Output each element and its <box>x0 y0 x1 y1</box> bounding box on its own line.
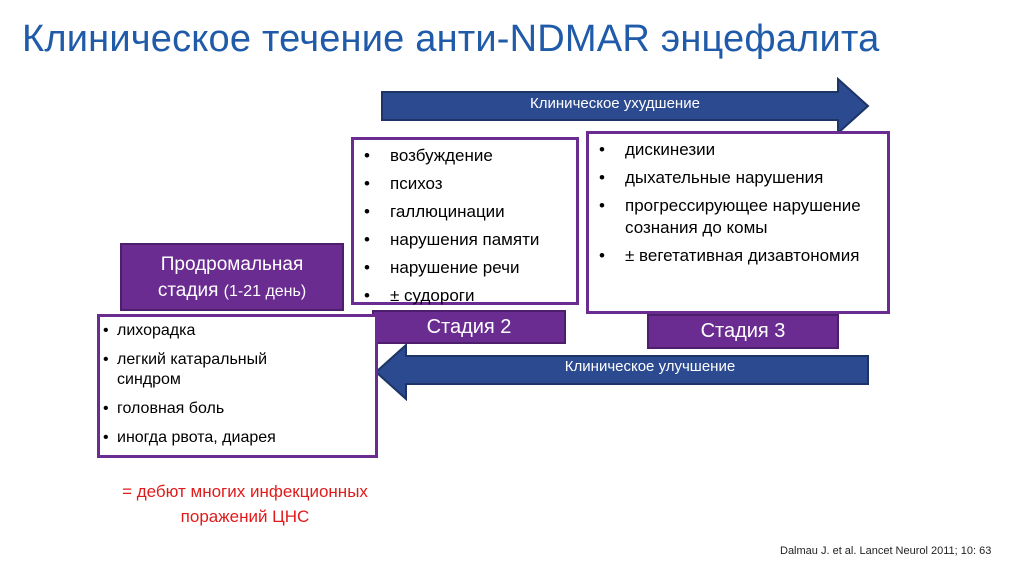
improvement-arrow <box>374 343 869 401</box>
stage2-label: Стадия 2 <box>372 310 566 344</box>
list-item: •прогрессирующее нарушение сознания до к… <box>599 196 861 237</box>
prodromal-symptoms-box: •лихорадка •легкий катаральный синдром •… <box>97 314 378 458</box>
bullet-icon: • <box>103 322 109 339</box>
bullet-icon: • <box>364 258 370 277</box>
list-item: •легкий катаральный синдром <box>103 351 268 388</box>
bullet-icon: • <box>364 286 370 305</box>
improvement-label: Клиническое улучшение <box>564 358 736 375</box>
list-item: •головная боль <box>103 400 225 417</box>
list-item: •± судороги <box>364 286 475 305</box>
stage3-label: Стадия 3 <box>647 314 839 349</box>
page-title: Клиническое течение анти-NDMAR энцефалит… <box>22 18 880 60</box>
stage2-symptoms-box: •возбуждение •психоз •галлюцинации •нару… <box>351 137 579 305</box>
bullet-icon: • <box>599 140 605 159</box>
list-item: •психоз <box>364 174 443 193</box>
list-item: •лихорадка <box>103 322 196 339</box>
list-item: •нарушение речи <box>364 258 520 277</box>
bullet-icon: • <box>599 196 605 215</box>
list-item: •дыхательные нарушения <box>599 168 824 187</box>
cns-debut-note: = дебют многих инфекционных поражений ЦН… <box>122 482 368 526</box>
bullet-icon: • <box>364 230 370 249</box>
bullet-icon: • <box>364 146 370 165</box>
stage3-symptoms-box: •дискинезии •дыхательные нарушения •прог… <box>586 131 890 314</box>
bullet-icon: • <box>599 168 605 187</box>
list-item: •галлюцинации <box>364 202 505 221</box>
bullet-icon: • <box>364 174 370 193</box>
bullet-icon: • <box>103 351 109 368</box>
list-item: •возбуждение <box>364 146 493 165</box>
bullet-icon: • <box>103 400 109 417</box>
bullet-icon: • <box>103 429 109 446</box>
list-item: •± вегетативная дизавтономия <box>599 246 860 265</box>
bullet-icon: • <box>364 202 370 221</box>
worsening-label: Клиническое ухудшение <box>530 95 700 112</box>
bullet-icon: • <box>599 246 605 265</box>
worsening-arrow <box>381 77 870 135</box>
list-item: •дискинезии <box>599 140 716 159</box>
list-item: •нарушения памяти <box>364 230 540 249</box>
prodromal-stage-label: Продромальная стадия (1-21 день) <box>120 243 344 311</box>
citation: Dalmau J. et al. Lancet Neurol 2011; 10:… <box>780 545 992 557</box>
list-item: •иногда рвота, диарея <box>103 429 276 446</box>
